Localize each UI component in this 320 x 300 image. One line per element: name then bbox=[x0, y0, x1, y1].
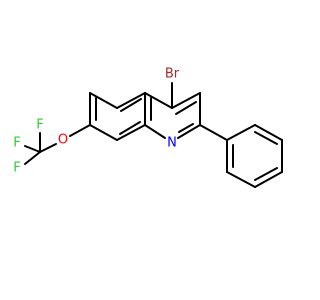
bond-ph4-ph5 bbox=[254, 171, 283, 188]
bond-c2-n1 bbox=[177, 124, 201, 139]
bond-n1-c8a bbox=[144, 124, 166, 139]
bond-c2-phenyl bbox=[199, 124, 228, 141]
fluorine-atom-label-left: F bbox=[13, 136, 20, 151]
nitrogen-atom-label: N bbox=[167, 136, 177, 151]
bond-cf3-f3 bbox=[24, 151, 41, 165]
bond-c4-c3-inner bbox=[175, 101, 197, 115]
bond-c4a-c4 bbox=[144, 92, 173, 109]
bond-o-cf3 bbox=[39, 143, 57, 153]
bond-cf3-f2 bbox=[24, 145, 41, 153]
fluorine-atom-label-bottom: F bbox=[13, 161, 20, 176]
bond-ph2-ph3-inner bbox=[254, 131, 278, 145]
bond-lines bbox=[24, 82, 283, 188]
bond-ph4-ph5-inner bbox=[254, 167, 278, 181]
bond-c7-c8 bbox=[89, 124, 118, 141]
bond-c7-o bbox=[69, 124, 91, 137]
bond-c8-c8a-inner bbox=[119, 121, 141, 135]
oxygen-atom-label: O bbox=[58, 133, 68, 148]
atom-labels: Br N O F F F bbox=[13, 67, 180, 176]
bond-c4a-c5 bbox=[116, 92, 146, 109]
bond-c5-c6 bbox=[89, 92, 118, 109]
molecule-structure: Br N O F F F bbox=[13, 67, 283, 188]
bond-c4-c3 bbox=[171, 92, 201, 109]
bond-c8-c8a bbox=[116, 124, 146, 141]
bond-ph1-ph2 bbox=[226, 124, 256, 141]
bond-c2-n1-inner bbox=[178, 123, 194, 133]
fluorine-atom-label-top: F bbox=[36, 118, 43, 133]
bond-ph5-ph6 bbox=[226, 171, 256, 188]
bromine-atom-label: Br bbox=[165, 67, 180, 82]
bond-ph2-ph3 bbox=[254, 124, 283, 141]
molecule-canvas: Br N O F F F bbox=[13, 66, 283, 188]
bond-c4a-c5-inner bbox=[120, 98, 142, 112]
